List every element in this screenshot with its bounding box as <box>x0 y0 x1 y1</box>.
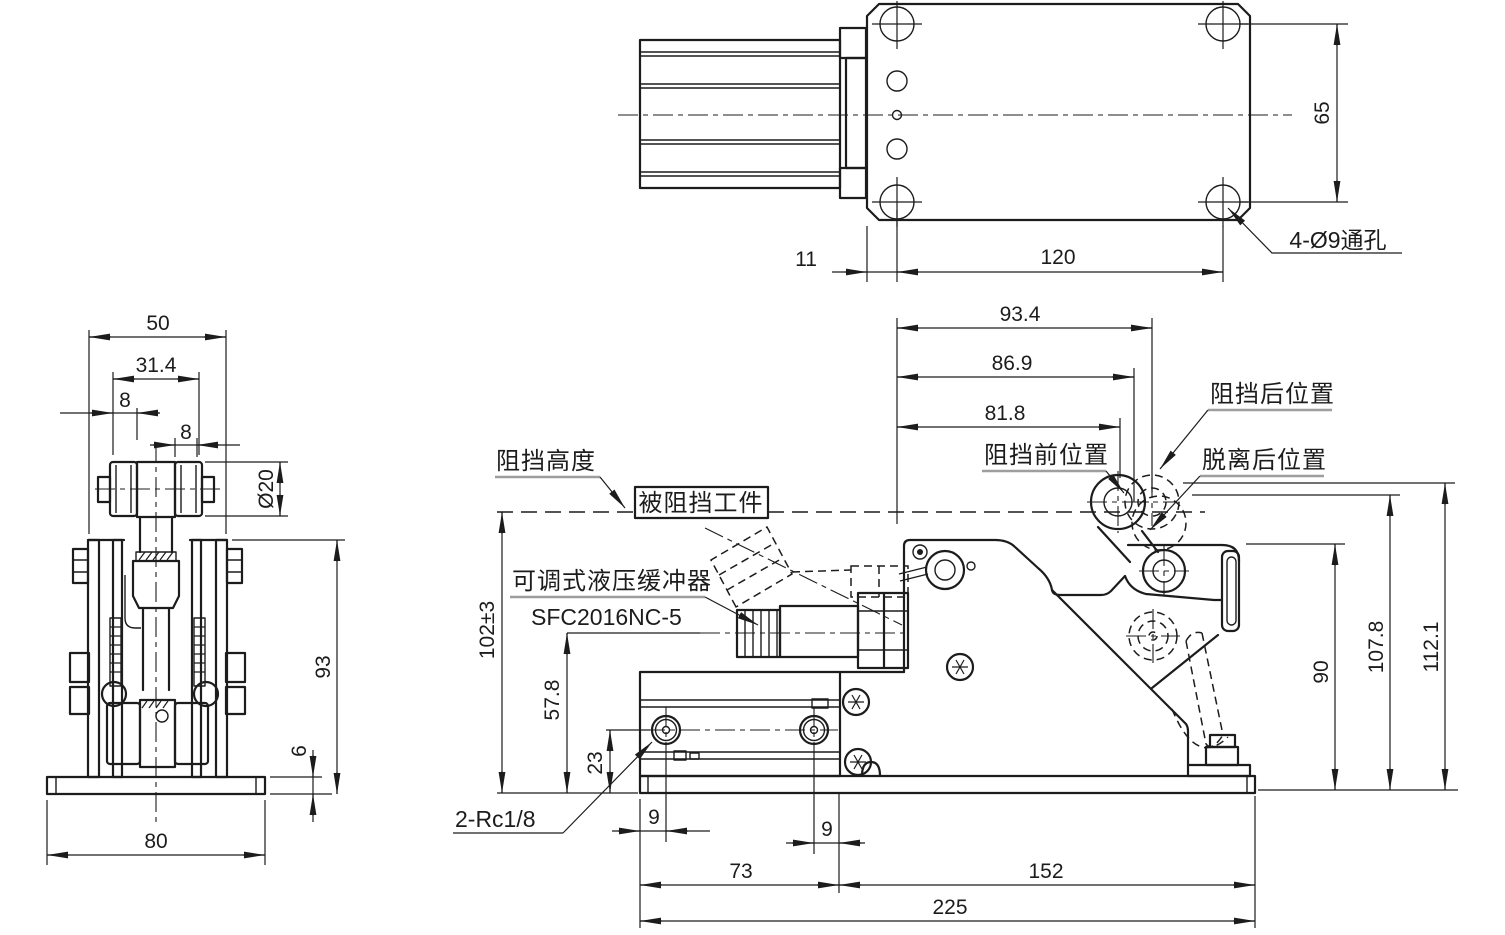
label-pos-after-stop: 阻挡后位置 <box>1210 381 1335 408</box>
screw <box>945 652 975 682</box>
dim-93-4: 93.4 <box>1000 303 1041 326</box>
top-roller <box>96 460 216 519</box>
side-view-right-dimensions: 90 107.8 112.1 <box>1183 482 1458 791</box>
lever-arm <box>1096 525 1241 633</box>
base-plate-front <box>45 775 267 796</box>
dim-152: 152 <box>1028 860 1063 883</box>
dim-8-right: 8 <box>180 421 192 444</box>
side-view-bottom-dimensions: 9 9 73 152 225 <box>612 752 1256 928</box>
dim-8-left: 8 <box>119 389 131 412</box>
flange <box>838 26 868 200</box>
dim-120: 120 <box>1040 246 1075 269</box>
stopper-body <box>838 538 1252 778</box>
top-view-dimensions: 11 120 65 4-Ø9通孔 <box>795 23 1402 282</box>
dim-23: 23 <box>584 751 607 774</box>
label-damper-model: SFC2016NC-5 <box>531 604 682 630</box>
roller-dashed-released-position <box>1131 495 1187 551</box>
dim-93: 93 <box>312 655 335 678</box>
dim-225: 225 <box>932 896 967 919</box>
dim-9-right: 9 <box>821 818 833 841</box>
hidden-link <box>1171 631 1229 749</box>
top-view: 11 120 65 4-Ø9通孔 <box>618 1 1402 282</box>
dim-57-8: 57.8 <box>541 680 564 721</box>
mounting-plate <box>865 1 1252 227</box>
pivot-pin <box>192 680 220 708</box>
dim-11: 11 <box>795 248 817 271</box>
dim-6: 6 <box>288 745 311 757</box>
side-view-top-dimensions: 93.4 86.9 81.8 <box>896 303 1153 524</box>
small-hole <box>886 138 908 160</box>
shock-absorber <box>735 591 910 670</box>
dim-dia20: Ø20 <box>255 469 278 509</box>
dim-112-1: 112.1 <box>1420 622 1443 673</box>
dim-107-8: 107.8 <box>1365 621 1388 674</box>
label-workpiece: 被阻挡工件 <box>639 490 764 517</box>
dim-86-9: 86.9 <box>992 352 1033 375</box>
dim-73: 73 <box>729 860 752 883</box>
dim-81-8: 81.8 <box>985 402 1026 425</box>
front-view: 50 31.4 8 8 Ø20 93 6 <box>45 312 345 865</box>
dim-80: 80 <box>144 830 167 853</box>
dim-65: 65 <box>1311 101 1334 124</box>
workpiece-box <box>633 485 770 520</box>
label-damper: 可调式液压缓冲器 <box>512 568 712 595</box>
shock-absorber-rotated-hidden <box>704 525 909 626</box>
label-stop-height: 阻挡高度 <box>496 448 596 475</box>
hidden-bore <box>1126 609 1180 663</box>
label-pos-before-stop: 阻挡前位置 <box>984 442 1109 469</box>
side-view: 被阻挡工件 93.4 86.9 81.8 90 <box>453 303 1458 928</box>
cylinder-top-view <box>638 38 842 190</box>
lower-roller <box>105 698 210 769</box>
frame-plates <box>68 538 247 779</box>
small-hole <box>886 70 908 92</box>
through-hole <box>1198 1 1248 49</box>
dim-50: 50 <box>146 312 169 335</box>
screw <box>841 687 871 717</box>
dim-9-left: 9 <box>648 806 660 829</box>
side-view-left-dimensions: 102±3 57.8 23 <box>476 512 905 794</box>
manual-release-pin <box>898 544 976 591</box>
label-port: 2-Rc1/8 <box>455 806 536 832</box>
dim-102: 102±3 <box>476 601 499 659</box>
through-hole <box>872 1 922 49</box>
dim-31-4: 31.4 <box>136 354 177 377</box>
piston-rod <box>131 515 181 692</box>
label-4-d9-hole: 4-Ø9通孔 <box>1289 227 1386 253</box>
annotations: 阻挡高度 可调式液压缓冲器 SFC2016NC-5 2-Rc1/8 阻挡前位置 … <box>453 381 1335 834</box>
dim-90: 90 <box>1310 660 1333 683</box>
screw <box>843 747 873 777</box>
base-plate-side <box>638 774 1257 795</box>
springs <box>109 575 206 687</box>
front-view-dimensions: 50 31.4 8 8 Ø20 93 6 <box>46 312 345 865</box>
label-pos-released: 脱离后位置 <box>1202 447 1327 474</box>
pivot-pin <box>100 680 128 708</box>
